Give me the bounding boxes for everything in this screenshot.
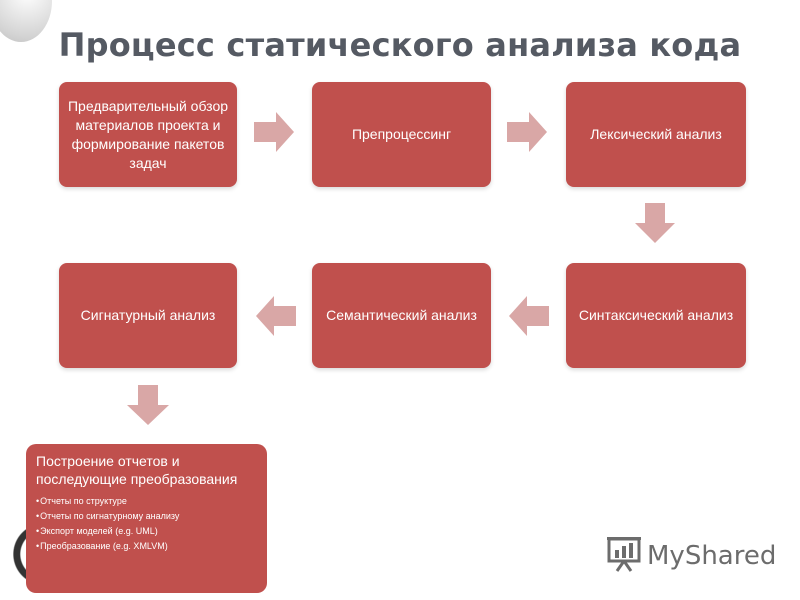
step-label: Лексический анализ <box>590 126 722 142</box>
step-preliminary-review: Предварительный обзор материалов проекта… <box>59 82 237 187</box>
presentation-board-icon <box>607 536 641 577</box>
slide-title: Процесс статического анализа кода <box>58 26 742 64</box>
list-item: Отчеты по сигнатурному анализу <box>36 509 257 524</box>
myshared-logo: MyShared <box>607 536 776 576</box>
step-syntax-analysis: Синтаксический анализ <box>566 263 746 368</box>
step-label: Предварительный обзор материалов проекта… <box>67 97 229 171</box>
arrow-down-icon <box>635 203 675 243</box>
step-label: Семантический анализ <box>326 307 477 323</box>
list-item: Отчеты по структуре <box>36 494 257 509</box>
step-semantic-analysis: Семантический анализ <box>312 263 491 368</box>
logo-text: MyShared <box>647 541 776 571</box>
arrow-right-icon <box>507 112 547 152</box>
step-label: Сигнатурный анализ <box>80 307 216 323</box>
list-item: Преобразование (e.g. XMLVM) <box>36 539 257 554</box>
final-step-bullets: Отчеты по структуре Отчеты по сигнатурно… <box>36 494 257 554</box>
step-preprocessing: Препроцессинг <box>312 82 491 187</box>
logo-text-shared: Shared <box>684 541 777 571</box>
final-step-title: Построение отчетов и последующие преобра… <box>36 453 238 487</box>
step-lexical-analysis: Лексический анализ <box>566 82 746 187</box>
arrow-right-icon <box>254 112 294 152</box>
arrow-left-icon <box>509 296 549 336</box>
step-label: Препроцессинг <box>351 126 452 142</box>
step-label: Синтаксический анализ <box>578 307 734 323</box>
list-item: Экспорт моделей (e.g. UML) <box>36 524 257 539</box>
logo-text-my: My <box>647 541 685 571</box>
arrow-down-icon <box>127 385 169 425</box>
step-signature-analysis: Сигнатурный анализ <box>59 263 237 368</box>
step-reports-and-transformations: Построение отчетов и последующие преобра… <box>26 444 267 593</box>
arrow-left-icon <box>256 296 296 336</box>
